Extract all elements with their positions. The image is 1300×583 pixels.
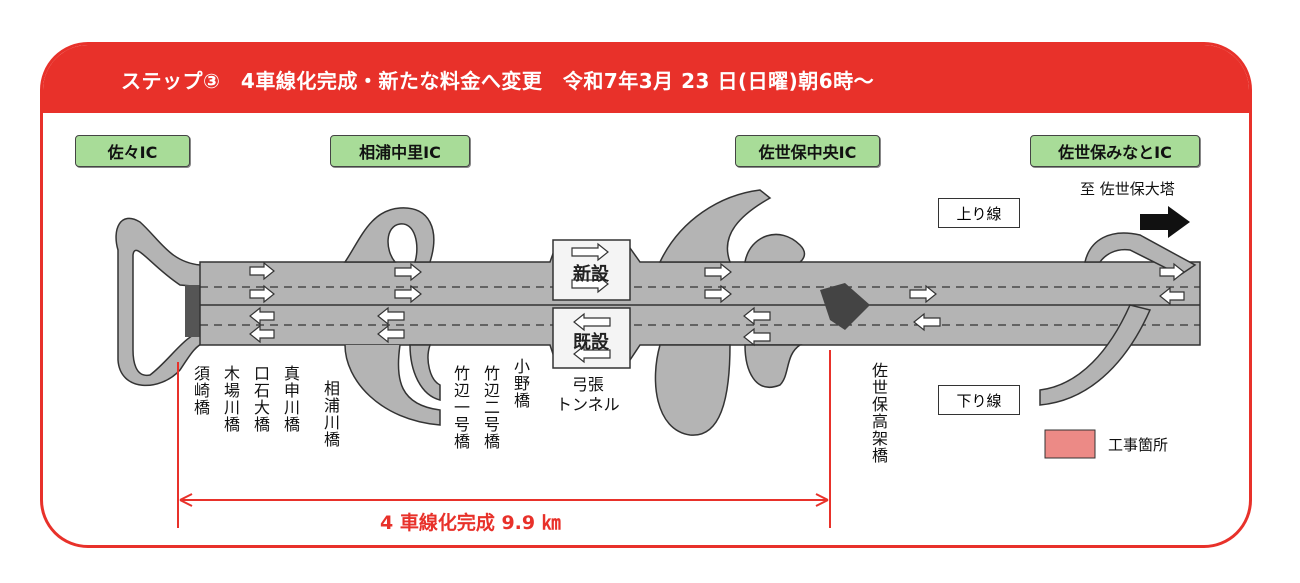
viaduct-gate [820,283,870,330]
ic-sasebo-minato: 佐世保みなとIC [1030,135,1200,167]
bridge-label: 真申川橋 [281,365,300,433]
arrow-left-icon [913,312,941,332]
dimension-label: 4 車線化完成 9.9 ㎞ [380,512,561,534]
ramp-ainoura-south [344,344,441,426]
arrow-left-icon [249,324,275,344]
arrow-right-icon [249,284,275,304]
tunnel-name: 弓張 トンネル [556,375,620,414]
bridge-label: 竹辺二号橋 [481,365,500,450]
arrow-right-icon [704,284,732,304]
viaduct-label: 佐世保高架橋 [869,362,888,464]
bridge-label: 竹辺一号橋 [451,365,470,450]
ic-sasebo-chuo: 佐世保中央IC [735,135,880,167]
arrow-right-icon [704,262,732,282]
arrow-left-icon [1159,286,1185,306]
arrow-right-icon [571,242,609,262]
tunnel-new-label: 新設 [573,264,609,285]
step-panel: ステップ③ 4車線化完成・新たな料金へ変更 令和7年3月 23 日(日曜)朝6時… [40,42,1252,548]
main-road [199,247,1201,361]
step-title: ステップ③ 4車線化完成・新たな料金へ変更 令和7年3月 23 日(日曜)朝6時… [121,69,875,93]
arrow-left-icon [573,312,611,332]
ramp-central-south [654,344,803,436]
ramp-sasa [115,217,206,387]
legend-construction-label: 工事箇所 [1108,436,1169,454]
dimension-arrowhead-left [179,493,193,507]
ramp-minato-north [1084,232,1197,276]
arrow-right-icon [571,274,609,294]
arrow-right-icon [249,261,275,281]
tunnel-existing-label: 既設 [573,332,609,353]
ic-sasa: 佐々IC [75,135,190,167]
header-band: ステップ③ 4車線化完成・新たな料金へ変更 令和7年3月 23 日(日曜)朝6時… [43,45,1249,113]
direction-up-label: 上り線 [938,198,1020,228]
arrow-left-icon [573,344,611,364]
arrow-right-icon [909,284,937,304]
arrow-left-icon [377,324,405,344]
bridge-label: 木場川橋 [221,365,240,433]
destination-arrow-icon [1140,206,1190,238]
bridge-label: 相浦川橋 [321,380,340,448]
destination-label: 至 佐世保大塔 [1080,180,1175,198]
bridge-label: 小野橋 [511,358,530,409]
ramp-central-north [658,189,806,263]
sasa-gate [185,285,203,337]
arrow-right-icon [394,284,422,304]
arrow-left-icon [249,306,275,326]
ramp-ainoura [343,207,435,263]
direction-down-label: 下り線 [938,385,1020,415]
ic-ainoura-nakazato: 相浦中里IC [330,135,470,167]
arrow-left-icon [743,327,771,347]
arrow-right-icon [394,262,422,282]
arrow-left-icon [377,306,405,326]
ramp-minato-south [1039,304,1152,406]
arrow-left-icon [743,306,771,326]
bridge-label: 須崎橋 [191,365,210,416]
bridge-label: 口石大橋 [251,365,270,433]
arrow-right-icon [1159,262,1185,282]
dimension-arrowhead-right [815,493,829,507]
legend-construction-swatch [1044,429,1096,459]
